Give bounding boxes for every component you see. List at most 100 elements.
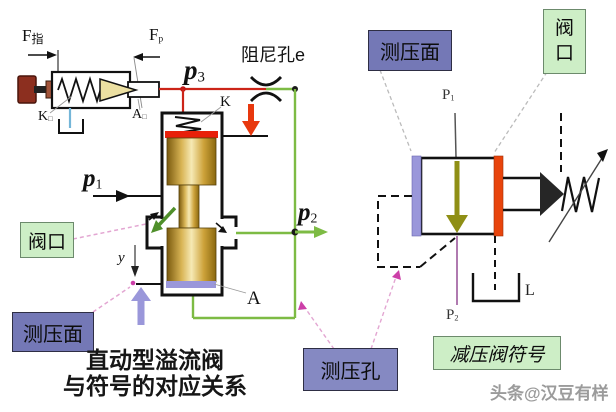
figure-title: 直动型溢流阀 与符号的对应关系 <box>30 347 280 399</box>
k-pilot-label: K□ <box>38 110 53 124</box>
k-spring-label: K <box>220 94 231 110</box>
adjust-rod <box>34 86 48 93</box>
symbol-measuring-face-bar <box>411 155 422 237</box>
p2-right-main: P <box>446 307 455 323</box>
y-arrowhead <box>131 266 139 277</box>
p1-right-sub: 1 <box>450 93 455 103</box>
reducing-valve-symbol <box>377 112 608 305</box>
adjust-knob <box>17 75 37 104</box>
a-pilot-leader <box>137 98 141 111</box>
pressure-face-text-left: 测压面 <box>23 323 83 346</box>
spool-top-cap <box>165 131 218 138</box>
main-spring <box>174 116 202 134</box>
valve-port-text-left: 阀口 <box>27 231 66 253</box>
a-pilot-sub: □ <box>142 112 147 122</box>
force-fp-label: Fp <box>149 26 163 45</box>
pressure-hole-leader-right <box>370 273 398 350</box>
reducing-valve-caption: 减压阀符号 <box>433 336 561 370</box>
p1-main: p <box>83 165 96 192</box>
tank-symbol-right <box>471 273 521 303</box>
p1-supply-line <box>454 112 457 158</box>
k-pilot-sub: □ <box>48 114 53 124</box>
spool-upper-land <box>166 137 217 186</box>
pilot-spring <box>57 76 103 104</box>
p3-sub: 3 <box>197 69 205 86</box>
p2-arrowhead <box>314 226 328 238</box>
pressure-face-label-right: 测压面 <box>368 30 452 71</box>
valve-port-label-left: 阀口 <box>20 222 74 258</box>
pressure-hole-text: 测压孔 <box>320 361 381 383</box>
outlet-flow-tickhead <box>218 226 227 233</box>
k-spring-leader <box>200 106 222 123</box>
p3-force-arrowhead <box>242 121 260 136</box>
relief-valve-cutaway <box>145 106 238 297</box>
f-adjust-arrowhead <box>47 51 57 59</box>
p1-sub: 1 <box>95 176 103 192</box>
spool-lower-land <box>166 227 217 283</box>
inlet-flow-tickhead <box>150 212 159 220</box>
outlet-port-stub-top <box>222 215 238 227</box>
orifice-lower-arc <box>249 91 283 102</box>
damping-orifice-label: 阻尼孔e <box>241 45 306 65</box>
p2-sub: 2 <box>310 210 318 226</box>
valve-port-right-char1: 阀 <box>554 17 574 39</box>
a-pilot-label: A□ <box>132 108 147 122</box>
fp-arrowhead <box>133 53 143 61</box>
symbol-flow-arrowhead <box>446 215 468 233</box>
adjust-arrow-line <box>548 154 605 243</box>
p2-right-label: P2 <box>446 308 458 323</box>
symbol-valve-port-bar <box>493 155 504 237</box>
force-adjust-label: F指 <box>22 27 43 45</box>
spring-seat-triangle <box>540 172 564 216</box>
pressure-face-label-left: 测压面 <box>12 312 94 352</box>
tank-symbol-left <box>58 119 84 134</box>
left-port-opening <box>160 219 164 246</box>
p1-right-label: P1 <box>442 88 454 103</box>
symbol-spring <box>560 176 601 213</box>
drain-label: L <box>525 282 535 299</box>
valve-port-leader-left <box>72 223 147 240</box>
watermark: 头条@汉豆有样 <box>490 384 609 403</box>
face-marker-dot <box>130 280 136 286</box>
pilot-poppet-cone <box>99 77 139 103</box>
pressure-hole-arrowhead-right <box>392 270 401 280</box>
pilot-adjust-assembly <box>17 50 160 134</box>
title-line1: 直动型溢流阀 <box>86 347 224 373</box>
p3-label: p3 <box>184 57 205 86</box>
port-flow-arrow-shaft <box>156 206 177 228</box>
valve-port-right-char2: 口 <box>554 42 574 64</box>
a-face-label: A <box>247 288 261 309</box>
p3-main: p <box>184 55 198 85</box>
k-pilot-main: K <box>38 109 49 124</box>
pressure-hole-leader-left <box>302 304 335 350</box>
a-pilot-main: A <box>132 107 143 122</box>
p1-arrowhead <box>116 190 130 202</box>
pressure-face-leader-right <box>379 69 412 152</box>
outlet-port-stub-bottom <box>222 239 238 250</box>
force-fp-main: F <box>149 25 159 44</box>
pilot-dashed-diagonal <box>419 237 456 268</box>
valve-port-label-right: 阀 口 <box>543 9 586 74</box>
p1-right-main: P <box>442 87 451 103</box>
valve-port-leader-right <box>493 71 548 154</box>
spool-stem <box>178 184 200 229</box>
adjust-arrowhead <box>597 149 608 162</box>
force-adjust-main: F <box>22 26 32 45</box>
port-flow-arrowhead <box>151 220 163 233</box>
p2-right-sub: 2 <box>454 313 459 323</box>
p2-label: p2 <box>298 200 317 225</box>
pressure-hole-label: 测压孔 <box>303 348 398 391</box>
p1-label: p1 <box>83 166 102 191</box>
k-pilot-leader <box>49 95 73 114</box>
pilot-dashed-loop <box>377 195 420 268</box>
title-line2: 与符号的对应关系 <box>63 373 247 399</box>
pressure-face-leader-left <box>92 286 131 313</box>
orifice-upper-arc <box>249 76 283 87</box>
force-fp-sub: p <box>158 34 164 45</box>
p2-main: p <box>298 199 311 226</box>
pressure-up-arrowhead <box>131 287 151 301</box>
pressure-line-network <box>159 76 328 320</box>
y-label: y <box>118 250 125 266</box>
